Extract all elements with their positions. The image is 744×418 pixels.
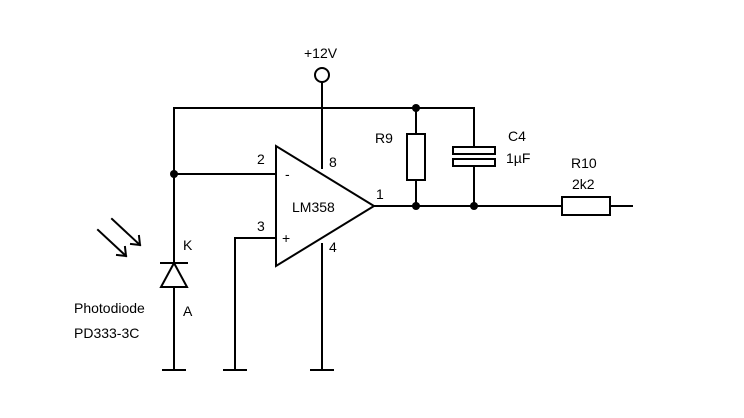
- junction-inverting: [170, 170, 178, 178]
- opamp-name: LM358: [292, 199, 335, 215]
- pin-output: 1: [376, 186, 384, 202]
- photodiode: K A Photodiode PD333-3C: [74, 173, 193, 371]
- r9-ref: R9: [375, 130, 393, 146]
- opamp-minus-sign: -: [285, 166, 290, 182]
- supply-terminal: +12V: [304, 45, 338, 169]
- pin-inverting: 2: [257, 151, 265, 167]
- wire-top-rail: [173, 107, 475, 175]
- c4-value: 1µF: [506, 150, 530, 166]
- r10-body: [561, 196, 611, 216]
- supply-label: +12V: [304, 45, 338, 61]
- photodiode-part: PD333-3C: [74, 325, 139, 341]
- r9-body: [406, 133, 426, 181]
- opamp-triangle: [275, 144, 376, 268]
- opamp: LM358 - + 2 3 1 8 4: [257, 144, 384, 371]
- photodiode-anode-label: A: [183, 303, 193, 319]
- capacitor-c4: C4 1µF: [452, 128, 530, 207]
- c4-plate-top: [452, 146, 496, 155]
- resistor-r10: R10 2k2: [561, 155, 633, 216]
- photodiode-triangle: [159, 260, 189, 288]
- pin-vcc: 8: [329, 154, 337, 170]
- photodiode-name: Photodiode: [74, 300, 145, 316]
- pin-noninverting: 3: [257, 218, 265, 234]
- r10-value: 2k2: [572, 176, 595, 192]
- opamp-plus-sign: +: [282, 230, 290, 246]
- light-arrow-icon: [96, 217, 142, 258]
- c4-ref: C4: [508, 128, 526, 144]
- wire-noninverting-input: [234, 237, 277, 371]
- resistor-r9: R9: [375, 107, 426, 207]
- photodiode-cathode-label: K: [183, 237, 193, 253]
- top-rail: [173, 104, 475, 175]
- r10-ref: R10: [571, 155, 597, 171]
- c4-plate-bottom: [452, 158, 496, 167]
- pin-gnd: 4: [329, 239, 337, 255]
- supply-ring: [314, 67, 330, 83]
